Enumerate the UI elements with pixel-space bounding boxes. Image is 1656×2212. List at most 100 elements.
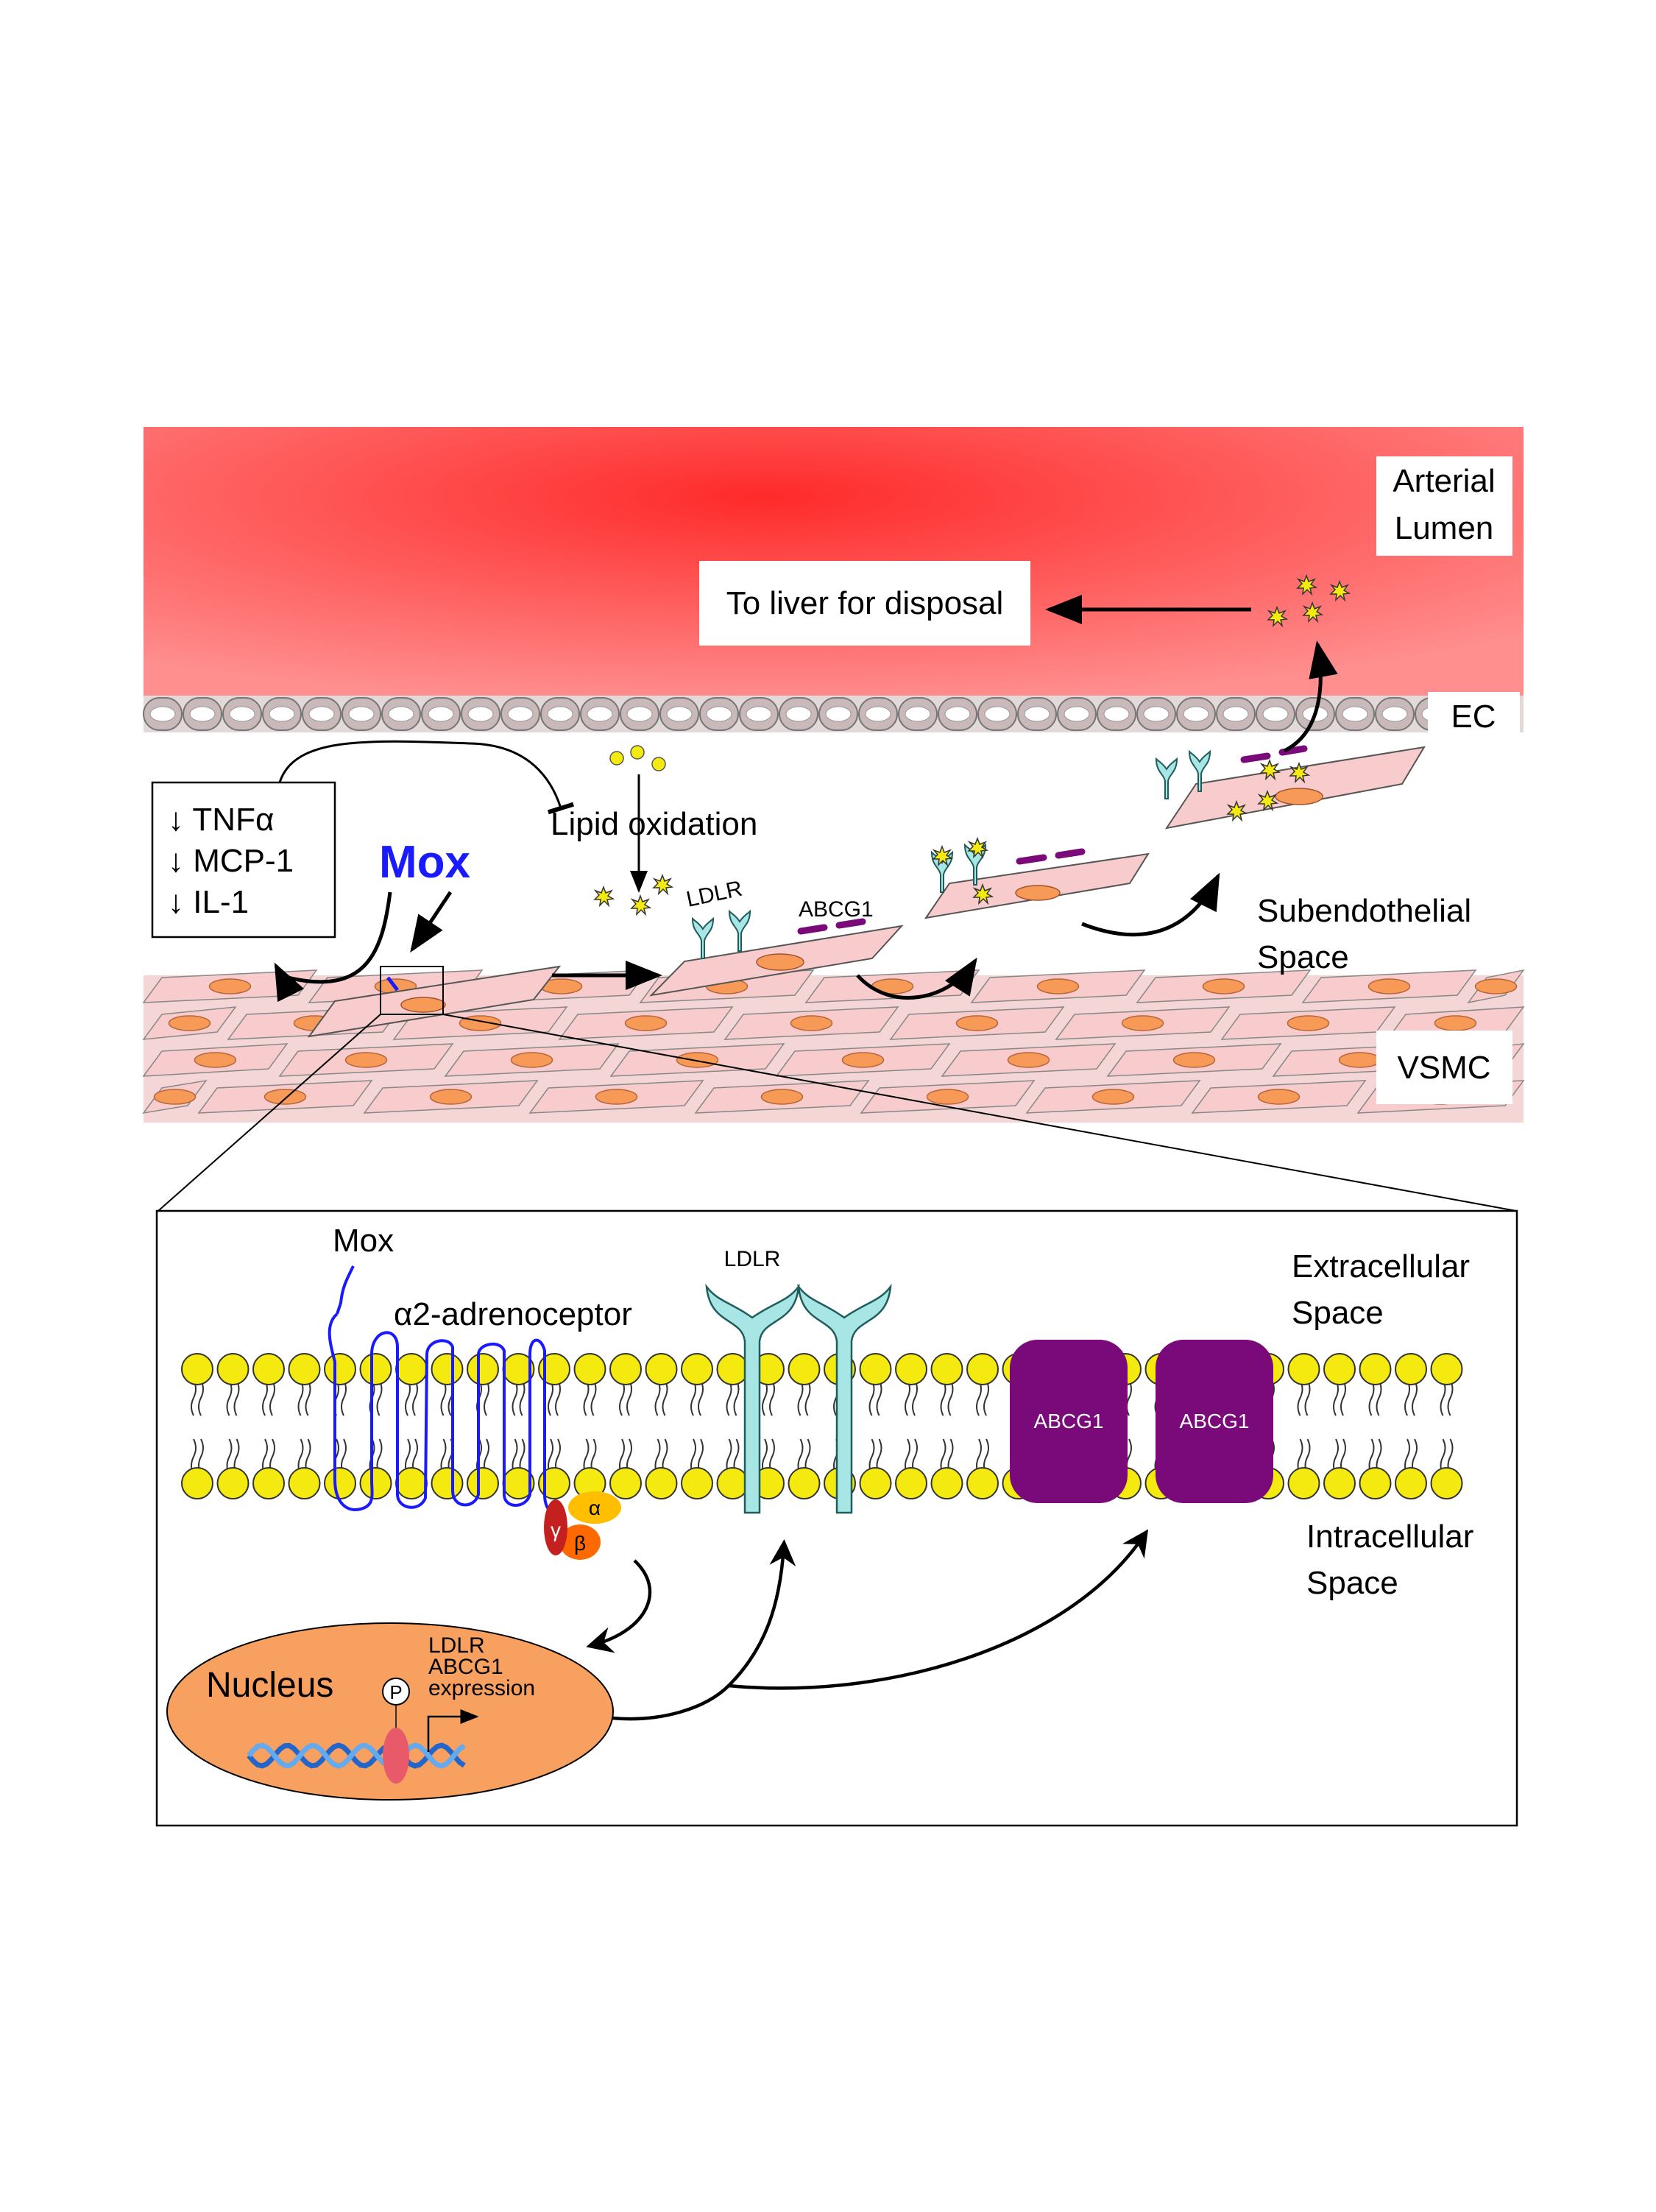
nucleus-to-abcg1-arrow [728,1529,1149,1690]
inset-ldlr [705,1283,892,1514]
gprotein-to-nucleus-arrow [586,1559,652,1653]
lipid-tail [1412,1379,1418,1416]
lipid-head [538,1467,570,1499]
endothelial-cell-nucleus [706,706,732,722]
abcg1-top-label: ABCG1 [799,897,874,922]
transcription-factor [383,1728,409,1784]
vsmc-nucleus [263,1089,307,1105]
lipid-tail [269,1379,275,1416]
lipid-head [1359,1353,1392,1385]
endothelial-cell-nucleus [189,706,216,722]
endothelial-cell-nucleus [467,706,494,722]
lipid-head [467,1467,499,1499]
arterial-lumen-label: Arterial Lumen [1376,456,1512,556]
vsmc-nucleus [168,1015,211,1031]
phospho-circle [382,1678,410,1706]
lipid-head [966,1467,999,1499]
zoom-box [380,966,444,1015]
abcg1-mark [1240,752,1271,763]
lipid-head [324,1467,356,1499]
vsmc-label: VSMC [1376,1031,1512,1104]
lipid-tail [1447,1379,1454,1416]
endothelial-cell-nucleus [666,706,693,722]
receptor-loops [328,1312,562,1514]
lipid-head [538,1353,570,1385]
lipid-head [716,1467,749,1499]
cytokine-il: ↓ IL-1 [168,884,249,920]
cytokine-mcp: ↓ MCP-1 [168,843,294,879]
lipid-tail [376,1379,383,1416]
ldlr-receptor [1156,758,1178,799]
vsmc-nucleus [955,1015,999,1031]
lipid-tail [484,1379,489,1416]
endothelial-cell-nucleus [1262,706,1289,722]
lipid-head [681,1467,713,1499]
lipid-tail [1333,1379,1339,1416]
to-liver-label: To liver for disposal [699,561,1030,646]
endothelial-cell-nucleus [388,706,414,722]
migration-arrow-3 [1081,872,1220,937]
lipid-tail [405,1379,411,1416]
vsmc-nucleus [153,1089,197,1105]
lipid-tail [548,1379,553,1416]
vsmc-nucleus [1338,1052,1381,1068]
lipid-head [859,1353,892,1385]
lipid-tail [519,1379,526,1416]
endothelial-layer [143,696,1524,732]
lipid-head [252,1467,285,1499]
lipid-tail [1376,1379,1382,1416]
abcg1-mark [1016,854,1047,865]
vsmc-nucleus [624,1015,668,1031]
lipid-head [930,1353,963,1385]
lipid-head [716,1353,749,1385]
lipid-head [1323,1353,1356,1385]
lipid-tail [341,1379,347,1416]
vsmc-nucleus [1202,978,1245,994]
extracellular-line2: Space [1292,1295,1384,1331]
subendothelial-label: Subendothelial Space [1257,893,1471,975]
extracellular-line1: Extracellular [1292,1248,1470,1285]
lipid-head [431,1467,464,1499]
lipid-tail [726,1379,732,1416]
g-alpha-label: α [589,1497,601,1519]
endothelial-cell-nucleus [1222,706,1249,722]
cytokine-box: ↓ TNFα ↓ MCP-1 ↓ IL-1 [151,781,336,939]
endothelial-cell-nucleus [1183,706,1209,722]
lipid-head [1287,1467,1320,1499]
g-beta-subunit [559,1524,601,1560]
ec-label: EC [1428,692,1520,740]
cell-nucleus [756,953,804,971]
vsmc-nucleus [510,1052,553,1068]
lipid-head [181,1353,213,1385]
lipid-tail [590,1379,597,1416]
lipid-tail [262,1379,268,1416]
endothelial-cell-nucleus [269,706,295,722]
lipid-head [788,1467,821,1499]
inset-receptor-label: α2-adrenoceptor [394,1296,632,1332]
endothelial-cell-nucleus [746,706,772,722]
oxidized-lipid [594,886,614,906]
vsmc-layer [142,965,1525,1123]
endothelial-cell-nucleus [1064,706,1090,722]
arterial-lumen-line1: Arterial [1393,463,1495,499]
subendothelial-line2: Space [1257,939,1349,975]
lipid-tail [733,1379,740,1416]
endothelial-cell-nucleus [944,706,971,722]
mox-to-cytokines-arrow [274,891,392,1003]
endothelial-cell-nucleus [229,706,255,722]
endothelial-cell-nucleus [1024,706,1050,722]
lipid-head [645,1353,678,1385]
vsmc-nucleus [790,1015,833,1031]
ldlr-receptor-1 [705,1283,800,1514]
lipid-head [252,1353,285,1385]
lipid-head [930,1467,963,1499]
endothelial-cell-nucleus [348,706,375,722]
g-gamma-subunit [544,1499,567,1555]
vsmc-nucleus [1091,1089,1135,1105]
lipid-tail [976,1379,982,1416]
lipid-head [467,1353,499,1385]
lipid-head [216,1467,250,1499]
lipid-particle [630,745,645,760]
lipid-head [359,1353,392,1385]
vsmc-nucleus [1257,1089,1301,1105]
